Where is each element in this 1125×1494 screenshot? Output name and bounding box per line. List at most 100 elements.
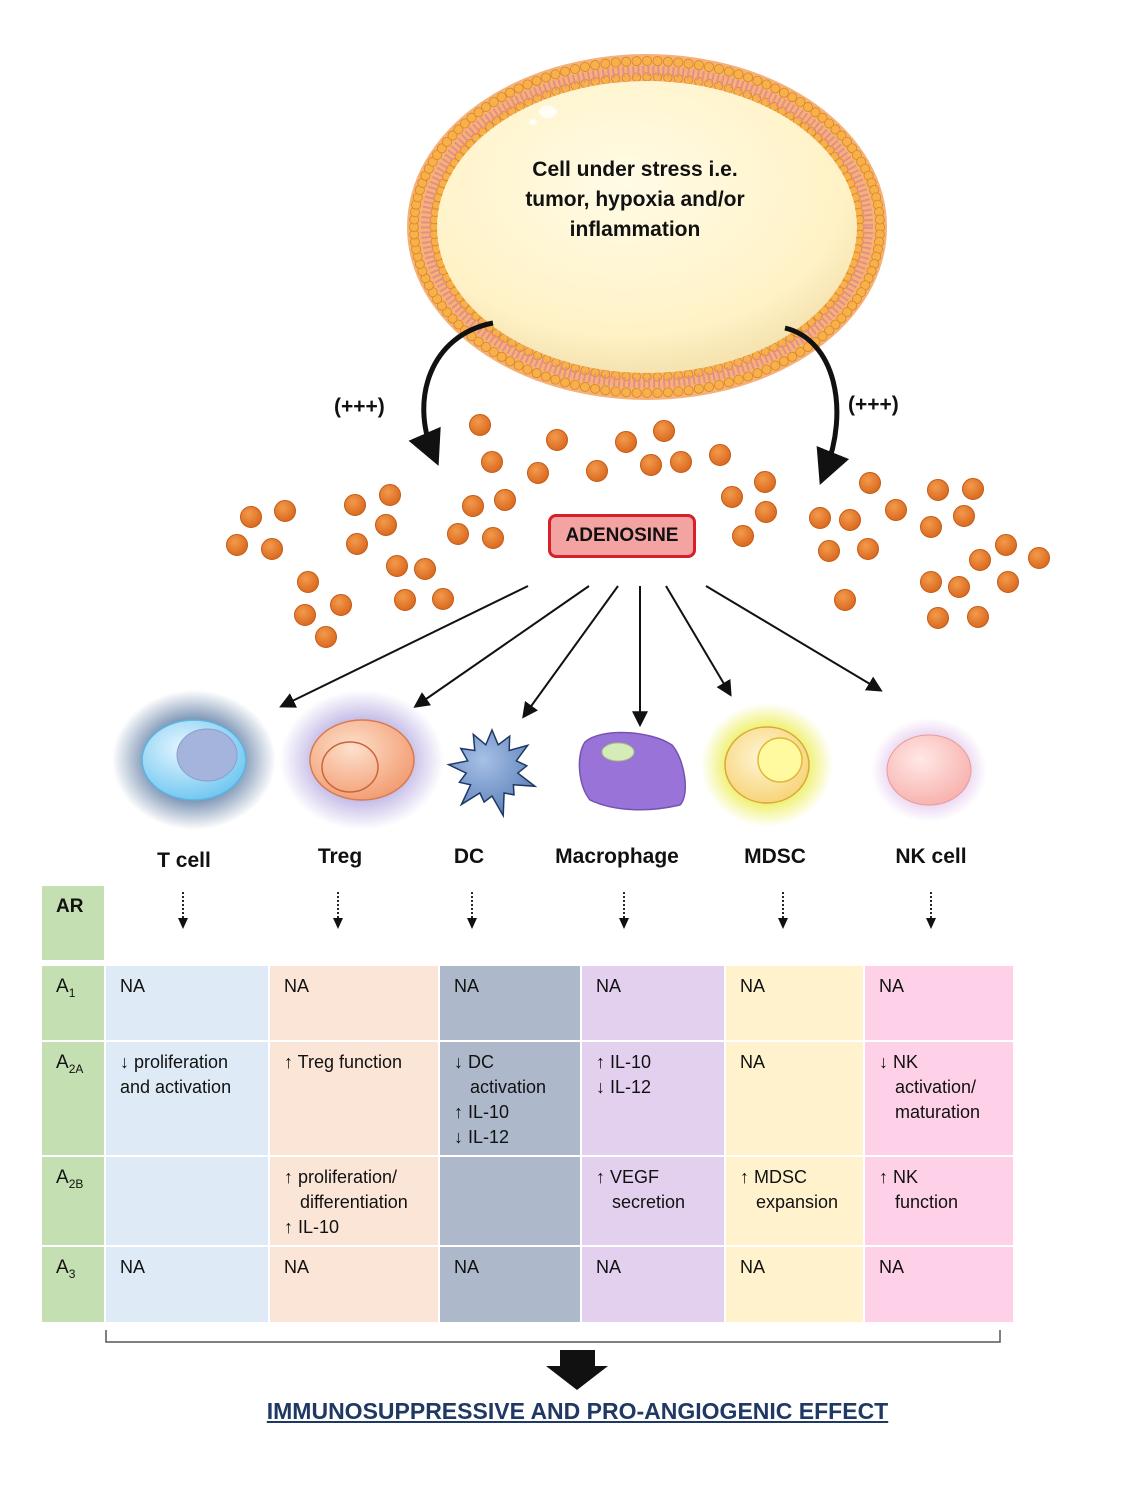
- adenosine-molecule: [818, 540, 840, 562]
- lipid-head: [453, 124, 464, 135]
- lipid-head: [723, 66, 734, 77]
- cell-text-line: ↑ MDSC: [740, 1167, 807, 1187]
- lipid-head: [761, 79, 772, 90]
- lipid-head: [842, 307, 853, 318]
- adenosine-molecule: [927, 479, 949, 501]
- lipid-head: [600, 58, 611, 69]
- cell-text-line: activation: [470, 1077, 547, 1097]
- lipid-head: [569, 379, 580, 390]
- adenosine-molecule: [997, 571, 1019, 593]
- cell-text-line: NA: [596, 1257, 622, 1277]
- lipid-head: [778, 87, 789, 98]
- cell-text-line: differentiation: [300, 1192, 408, 1212]
- adenosine-molecule: [885, 499, 907, 521]
- t-cell-icon: [112, 690, 276, 830]
- lipid-head: [590, 60, 601, 71]
- lipid-head: [770, 360, 781, 371]
- arrow-to-nk-cell: [705, 585, 883, 692]
- lipid-head: [683, 58, 694, 69]
- lipid-head: [874, 214, 885, 225]
- lipid-head: [540, 371, 551, 382]
- lipid-head: [817, 331, 828, 342]
- adenosine-molecule: [482, 527, 504, 549]
- release-left-label: (+++): [334, 395, 385, 418]
- adenosine-molecule: [967, 606, 989, 628]
- lipid-head: [459, 118, 470, 129]
- adenosine-molecule: [732, 525, 754, 547]
- adenosine-molecule: [586, 460, 608, 482]
- arrow-to-dc: [522, 585, 619, 719]
- lipid-head: [723, 377, 734, 388]
- lipid-head: [703, 61, 714, 72]
- lipid-head: [662, 56, 673, 67]
- cell-text-line: NA: [740, 1052, 766, 1072]
- lipid-head: [473, 336, 484, 347]
- cell-text-line: secretion: [612, 1192, 686, 1212]
- lipid-head: [683, 385, 694, 396]
- lipid-head: [752, 75, 763, 86]
- lipid-head: [631, 56, 642, 67]
- cell-text-line: NA: [120, 1257, 146, 1277]
- lipid-head: [693, 383, 704, 394]
- table-cell: ↑ MDSC expansion: [726, 1157, 863, 1245]
- lipid-head: [795, 347, 806, 358]
- lipid-head: [513, 360, 524, 371]
- lipid-head: [714, 379, 725, 390]
- adenosine-molecule: [640, 454, 662, 476]
- adenosine-molecule: [344, 494, 366, 516]
- lipid-head: [652, 56, 663, 67]
- adenosine-molecule: [394, 589, 416, 611]
- table-cell: [440, 1157, 580, 1245]
- adenosine-molecule: [1028, 547, 1050, 569]
- lipid-head: [817, 112, 828, 123]
- lipid-head: [770, 83, 781, 94]
- arrow-to-treg: [413, 585, 590, 708]
- adenosine-molecule: [927, 607, 949, 629]
- lipid-head: [662, 387, 673, 398]
- label-nk-cell: NK cell: [895, 845, 967, 868]
- lipid-head: [480, 341, 491, 352]
- lipid-head: [803, 102, 814, 113]
- adenosine-molecule: [995, 534, 1017, 556]
- lipid-head: [480, 102, 491, 113]
- lipid-head: [631, 387, 642, 398]
- cell-text-line: NA: [284, 976, 310, 996]
- cell-text-line: ↑ NK: [879, 1167, 919, 1187]
- adenosine-molecule: [948, 576, 970, 598]
- release-arrow-right: [784, 325, 850, 485]
- lipid-head: [590, 383, 601, 394]
- lipid-head: [621, 387, 632, 398]
- receptor-label: A3: [42, 1247, 104, 1322]
- lipid-head: [642, 387, 653, 398]
- lipid-head: [778, 356, 789, 367]
- table-cell: NA: [270, 966, 438, 1040]
- lipid-head: [466, 112, 477, 123]
- lipid-head: [505, 356, 516, 367]
- receptor-label: A1: [42, 966, 104, 1040]
- adenosine-molecules: [226, 414, 1050, 648]
- cell-text-line: NA: [284, 1257, 310, 1277]
- label-mdsc: MDSC: [744, 845, 806, 868]
- lipid-head: [714, 64, 725, 75]
- table-cell: ↑ Treg function: [270, 1042, 438, 1155]
- cell-text-line: NA: [596, 976, 622, 996]
- lipid-head: [842, 136, 853, 147]
- cell-text-line: expansion: [756, 1192, 839, 1212]
- table-cell: NA: [440, 966, 580, 1040]
- lipid-head: [743, 72, 754, 83]
- cell-text-line: ↑ VEGF: [596, 1167, 660, 1187]
- dotted-arrow-head: [926, 918, 936, 929]
- cell-text-line: NA: [879, 976, 905, 996]
- lipid-head: [441, 307, 452, 318]
- cell-text-line: ↓ NK: [879, 1052, 919, 1072]
- adenosine-molecule: [379, 484, 401, 506]
- cell-text-line: ↑ IL-10: [284, 1217, 340, 1237]
- adenosine-molecule: [386, 555, 408, 577]
- table-cell: NA: [726, 966, 863, 1040]
- lipid-head: [836, 313, 847, 324]
- lipid-head: [488, 96, 499, 107]
- label-dc: DC: [453, 845, 485, 868]
- label-macrophage: Macrophage: [555, 845, 679, 868]
